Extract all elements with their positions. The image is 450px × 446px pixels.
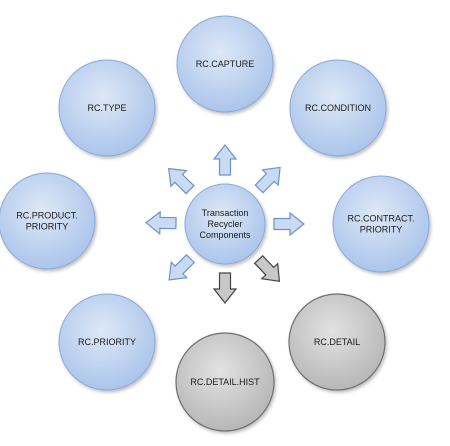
node-rc-contract-priority-label: RC.CONTRACT. — [348, 214, 415, 224]
node-rc-type-shape — [58, 59, 156, 157]
node-rc-priority-label: RC.PRIORITY — [78, 337, 136, 347]
center-node-label: Components — [199, 230, 251, 240]
node-rc-detail-hist-shape — [175, 332, 275, 432]
node-rc-type: RC.TYPE — [58, 59, 156, 157]
node-rc-condition-label: RC.CONDITION — [305, 103, 371, 113]
center-node-label: Recycler — [207, 219, 242, 229]
node-rc-capture-label: RC.CAPTURE — [196, 59, 255, 69]
arrow-to-rc-condition — [254, 166, 281, 194]
node-rc-contract-priority-label: PRIORITY — [360, 225, 403, 235]
arrows — [145, 144, 305, 304]
node-rc-detail-hist-label: RC.DETAIL.HIST — [190, 377, 260, 387]
node-rc-product-priority-shape — [0, 172, 96, 270]
nodes: RC.CAPTURERC.CONDITIONRC.CONTRACT.PRIORI… — [0, 15, 430, 432]
arrow-to-rc-product-priority — [145, 210, 177, 236]
node-rc-priority: RC.PRIORITY — [58, 293, 156, 391]
node-rc-product-priority-label: PRIORITY — [26, 222, 69, 232]
node-rc-priority-shape — [58, 293, 156, 391]
node-rc-detail-label: RC.DETAIL — [314, 337, 360, 347]
arrow-to-rc-capture — [212, 144, 238, 176]
node-rc-condition-shape — [289, 59, 387, 157]
node-rc-capture-shape — [176, 15, 274, 113]
node-rc-product-priority-label: RC.PRODUCT. — [16, 211, 78, 221]
node-rc-type-label: RC.TYPE — [87, 103, 126, 113]
node-rc-condition: RC.CONDITION — [289, 59, 387, 157]
node-rc-detail: RC.DETAIL — [288, 293, 386, 391]
arrow-to-rc-contract-priority — [273, 211, 305, 237]
node-rc-contract-priority-shape — [332, 175, 430, 273]
node-rc-capture: RC.CAPTURE — [176, 15, 274, 113]
arrow-to-rc-detail-hist — [212, 272, 238, 304]
node-rc-contract-priority: RC.CONTRACT.PRIORITY — [332, 175, 430, 273]
node-rc-detail-hist: RC.DETAIL.HIST — [175, 332, 275, 432]
arrow-to-rc-detail — [253, 254, 281, 283]
node-rc-product-priority: RC.PRODUCT.PRIORITY — [0, 172, 96, 270]
center-node-shape — [184, 183, 266, 265]
center-node-label: Transaction — [202, 208, 249, 218]
node-rc-detail-shape — [288, 293, 386, 391]
arrow-to-rc-type — [168, 167, 195, 195]
arrow-to-rc-priority — [168, 253, 196, 281]
